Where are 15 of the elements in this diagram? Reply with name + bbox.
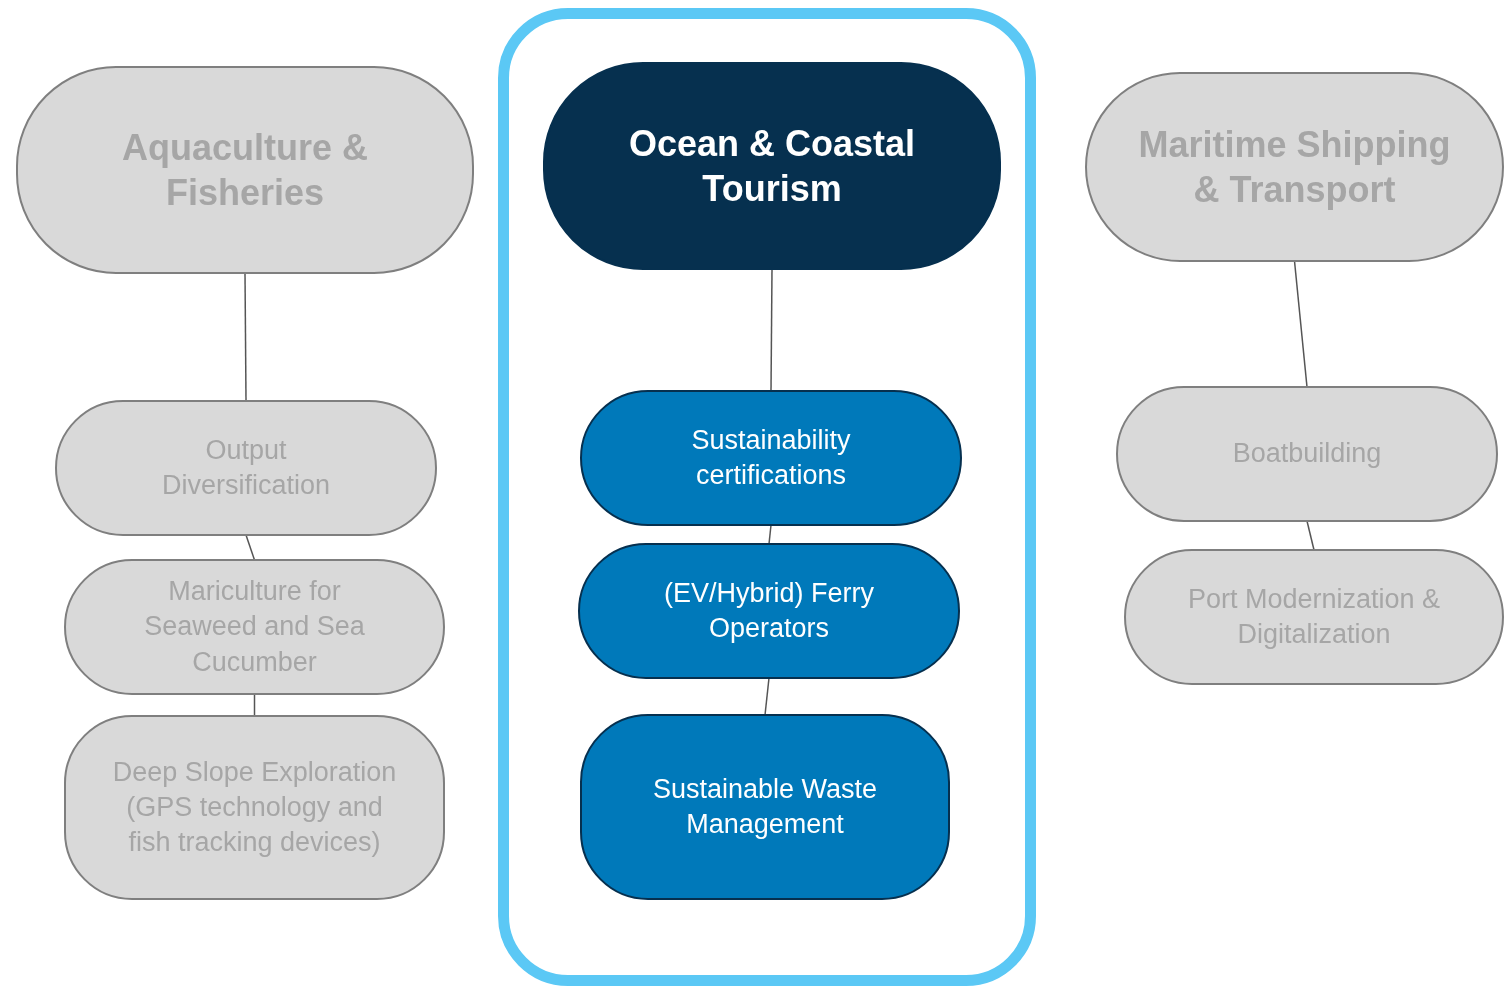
node-label: (EV/Hybrid) Ferry Operators [663, 576, 875, 645]
node-label: Sustainable Waste Management [651, 772, 879, 841]
connector-line [770, 268, 773, 392]
connector-line [1293, 260, 1308, 388]
node-label: Sustainability certifications [690, 423, 852, 492]
connector-line [253, 693, 256, 717]
connector-line [244, 272, 247, 402]
connector-line [768, 524, 772, 545]
node-label: Ocean & Coastal Tourism [627, 122, 917, 211]
connector-line [245, 534, 256, 561]
connector-line [1306, 520, 1315, 551]
topic-box [580, 714, 950, 900]
topic-box [64, 715, 445, 900]
connector-line [764, 677, 770, 716]
highlight-frame [498, 8, 1036, 986]
